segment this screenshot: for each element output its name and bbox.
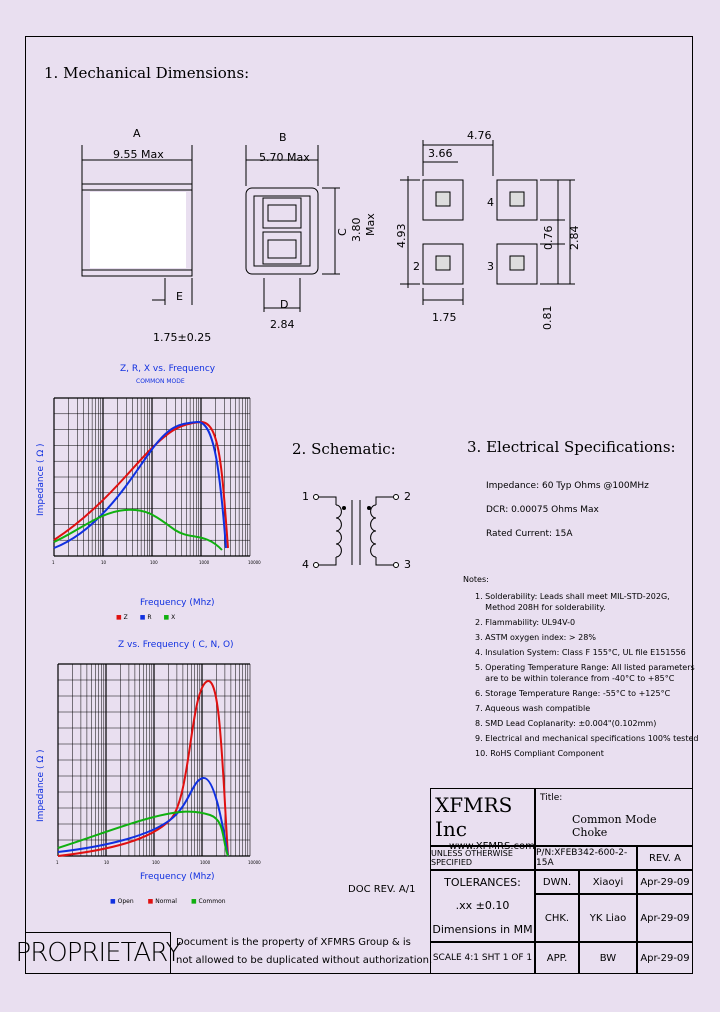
mechanical-drawing xyxy=(81,140,575,312)
drawing-frame xyxy=(25,36,693,974)
spec-dcr: DCR: 0.00075 Ohms Max xyxy=(486,505,599,515)
chk-label: CHK. xyxy=(535,894,579,942)
dim-366: 3.66 xyxy=(428,147,453,160)
x-tick-label: 1000 xyxy=(200,860,211,865)
proprietary-line1: Document is the property of XFMRS Group … xyxy=(176,937,411,948)
title-label: Title: xyxy=(540,793,563,803)
note-item: 10. RoHS Compliant Component xyxy=(475,749,604,758)
schematic-drawing xyxy=(313,494,399,568)
schematic-heading: 2. Schematic: xyxy=(292,440,396,458)
pad-3-label: 3 xyxy=(487,260,494,273)
dim-476: 4.76 xyxy=(467,129,492,142)
note-item: 8. SMD Lead Coplanarity: ±0.004"(0.102mm… xyxy=(475,719,657,728)
dim-d-value: 2.84 xyxy=(270,318,295,331)
x-tick-label: 10 xyxy=(101,560,107,565)
legend-open: ■ Open xyxy=(110,898,134,905)
dim-b-label: B xyxy=(279,131,287,144)
legend-common: ■ Common xyxy=(190,898,226,905)
dwn-date: Apr-29-09 xyxy=(637,870,693,894)
legend-x: ■ X xyxy=(163,614,176,621)
x-tick-label: 100 xyxy=(152,860,160,865)
schematic-pin4: 4 xyxy=(302,558,309,571)
chk-name: YK Liao xyxy=(579,894,637,942)
chart2-series-normal xyxy=(57,680,229,857)
chart2-series-common xyxy=(57,810,229,857)
note-item: 4. Insulation System: Class F 155°C, UL … xyxy=(475,648,686,657)
note-item: 3. ASTM oxygen index: > 28% xyxy=(475,633,596,642)
legend-r: ■ R xyxy=(139,614,152,621)
title-value: Common Mode Choke xyxy=(572,813,657,839)
chart1-series-x xyxy=(53,508,223,551)
legend-normal: ■ Normal xyxy=(147,898,177,905)
chart1-title: Z, R, X vs. Frequency xyxy=(120,364,216,374)
chart1-subtitle: COMMON MODE xyxy=(136,378,185,385)
x-tick-label: 1 xyxy=(56,860,59,865)
chart1-xlabel: Frequency (Mhz) xyxy=(140,598,215,608)
electrical-heading: 3. Electrical Specifications: xyxy=(467,438,676,456)
note-item: 6. Storage Temperature Range: -55°C to +… xyxy=(475,689,671,698)
scale-sheet: SCALE 4:1 SHT 1 OF 1 xyxy=(430,942,535,974)
title-box: Title: Common Mode Choke xyxy=(535,788,693,846)
chart2-xlabel: Frequency (Mhz) xyxy=(140,872,215,882)
dimensions-unit: Dimensions in MM xyxy=(432,922,533,936)
dwn-name: Xiaoyi xyxy=(579,870,637,894)
legend-z: ■ Z xyxy=(116,614,128,621)
tolerance-box: TOLERANCES: .xx ±0.10 Dimensions in MM xyxy=(430,870,535,942)
note-item: 7. Aqueous wash compatible xyxy=(475,704,591,713)
note-item: 1. Solderability: Leads shall meet MIL-S… xyxy=(475,592,670,601)
spec-current: Rated Current: 15A xyxy=(486,529,573,539)
note-item: 5. Operating Temperature Range: All list… xyxy=(475,663,695,672)
company-name: XFMRS Inc xyxy=(435,793,513,841)
schematic-pin1: 1 xyxy=(302,490,309,503)
app-name: BW xyxy=(579,942,637,974)
x-tick-label: 100 xyxy=(150,560,158,565)
dim-e-value: 1.75±0.25 xyxy=(153,331,212,344)
notes-title: Notes: xyxy=(463,575,489,584)
spec-impedance: Impedance: 60 Typ Ohms @100MHz xyxy=(486,481,649,491)
doc-revision: DOC REV. A/1 xyxy=(348,884,416,895)
chart1-series-r xyxy=(53,421,227,549)
company-box: XFMRS Inc www.XFMRS.com xyxy=(430,788,535,852)
x-tick-label: 10 xyxy=(104,860,110,865)
dim-175: 1.75 xyxy=(432,311,457,324)
tolerance-value: .xx ±0.10 xyxy=(455,899,510,913)
x-tick-label: 10000 xyxy=(248,560,261,565)
note-item: 9. Electrical and mechanical specificati… xyxy=(475,734,699,743)
app-label: APP. xyxy=(535,942,579,974)
chart1-svg: 1 10 100 1000 10000 xyxy=(52,397,261,565)
notes-list: 1. Solderability: Leads shall meet MIL-S… xyxy=(475,591,698,759)
note-item: are to be within tolerance from -40°C to… xyxy=(475,674,675,683)
chk-date: Apr-29-09 xyxy=(637,894,693,942)
dwn-label: DWN. xyxy=(535,870,579,894)
mech-heading: 1. Mechanical Dimensions: xyxy=(44,64,250,82)
dim-a-label: A xyxy=(133,127,141,140)
app-date: Apr-29-09 xyxy=(637,942,693,974)
chart2-legend: ■ Open ■ Normal ■ Common xyxy=(110,898,226,905)
schematic-pin2: 2 xyxy=(404,490,411,503)
note-item: Method 208H for solderability. xyxy=(475,603,606,612)
schematic-pin3: 3 xyxy=(404,558,411,571)
chart1-legend: ■ Z ■ R ■ X xyxy=(116,614,175,621)
tolerances-label: TOLERANCES: xyxy=(444,876,521,890)
proprietary-label: PROPRIETARY xyxy=(16,932,182,974)
x-tick-label: 1000 xyxy=(199,560,210,565)
chart1-series-z xyxy=(53,420,229,549)
note-item: 2. Flammability: UL94V-0 xyxy=(475,618,576,627)
dim-a-value: 9.55 Max xyxy=(113,148,164,161)
chart2-title: Z vs. Frequency ( C, N, O) xyxy=(118,640,234,650)
unless-specified: UNLESS OTHERWISE SPECIFIED xyxy=(430,846,535,870)
x-tick-label: 1 xyxy=(52,560,55,565)
x-tick-label: 10000 xyxy=(248,860,261,865)
dim-e-label: E xyxy=(176,290,183,303)
pad-2-label: 2 xyxy=(413,260,420,273)
dim-b-value: 5.70 Max xyxy=(259,151,310,164)
revision: REV. A xyxy=(637,846,693,870)
chart2-series-open xyxy=(57,777,229,857)
pad-4-label: 4 xyxy=(487,196,494,209)
dim-d-label: D xyxy=(280,298,289,311)
proprietary-line2: not allowed to be duplicated without aut… xyxy=(176,955,433,966)
chart2-svg: 1 10 100 1000 10000 xyxy=(56,663,261,865)
part-number: P/N:XFEB342-600-2-15A xyxy=(535,846,637,870)
